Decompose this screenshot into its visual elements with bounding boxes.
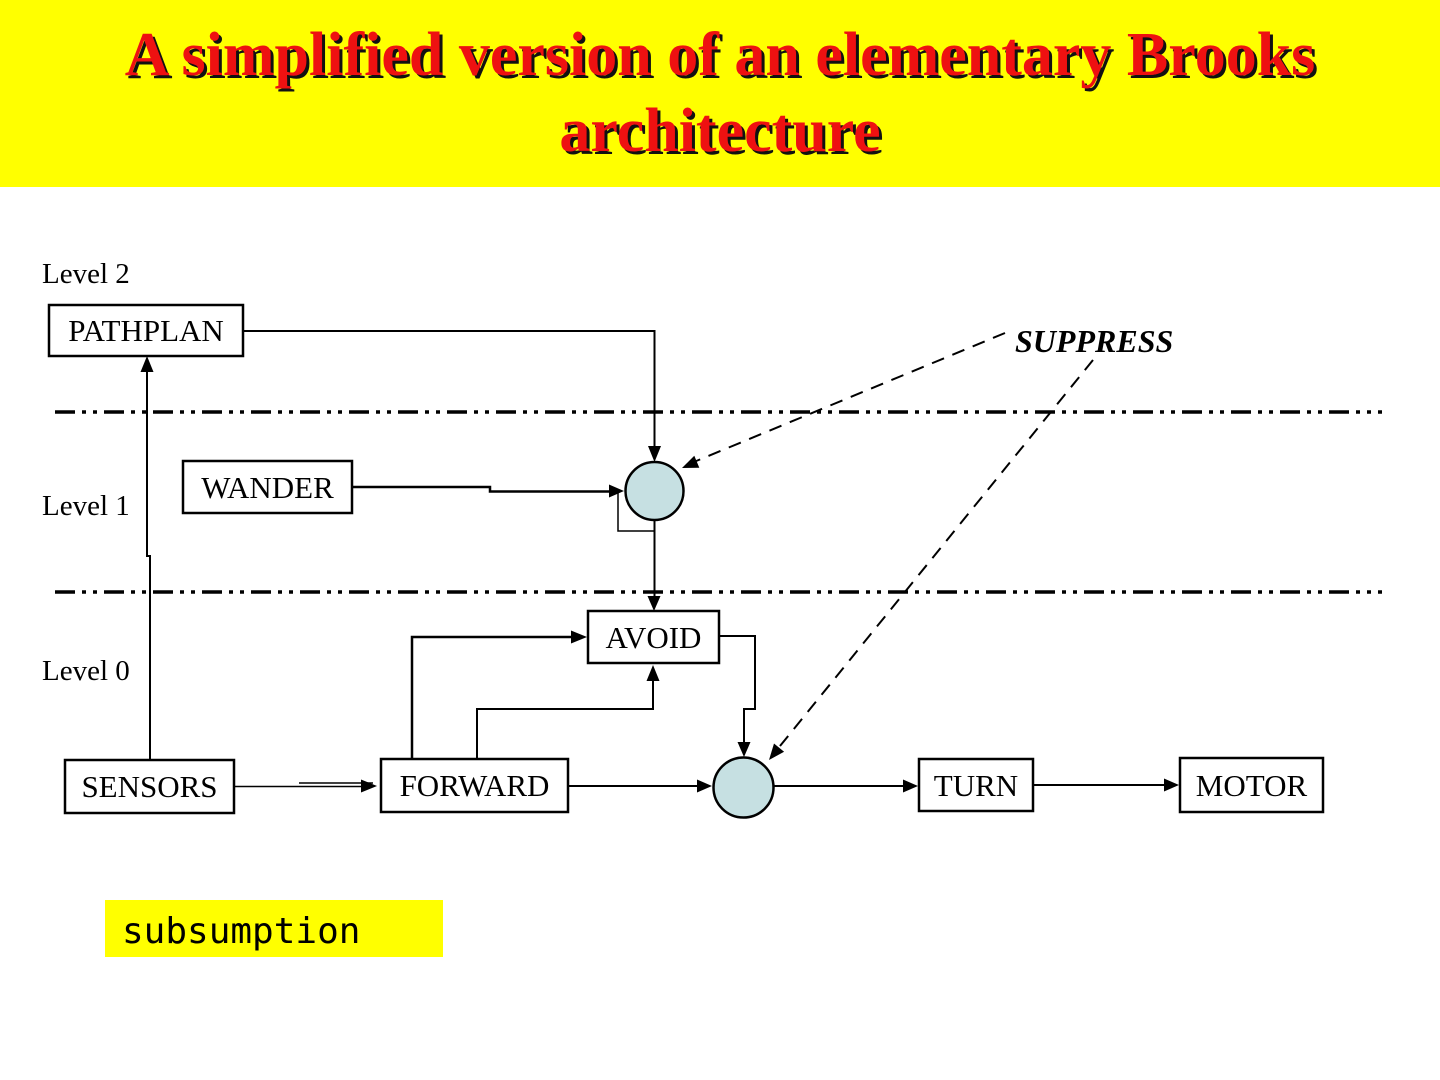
arrowhead-dashed-into-suppress2	[769, 743, 785, 760]
subsumption-highlight	[105, 900, 443, 957]
level-2-label: Level 2	[42, 258, 130, 290]
suppress-dashed-arrow-2	[777, 359, 1094, 750]
title-banner: A simplified version of an elementary Br…	[0, 0, 1440, 187]
suppress-dashed-arrow-1	[694, 332, 1006, 463]
arrowhead-into-avoid-bottom	[646, 665, 660, 681]
level-1-label: Level 1	[42, 490, 130, 522]
sensors-to-pathplan-line	[146, 372, 151, 760]
suppress1-loop-line	[617, 492, 655, 532]
arrowhead-into-pathplan	[140, 356, 154, 372]
arrowhead-into-turn	[903, 779, 918, 793]
suppress-label: SUPPRESS	[1015, 323, 1173, 359]
arrowhead-into-suppress1-top	[648, 446, 661, 462]
avoid-to-suppress2-line	[719, 635, 756, 742]
pathplan-to-suppress1-line	[243, 330, 656, 446]
wander-box	[181, 459, 354, 515]
pathplan-box	[47, 303, 245, 358]
arrowhead-into-forward	[361, 779, 377, 793]
arrowhead-into-suppress2-left	[697, 779, 712, 793]
slide-title: A simplified version of an elementary Br…	[124, 20, 1316, 165]
wander-to-suppress1-line	[352, 485, 610, 493]
forward-to-avoid-bottom-line	[476, 681, 654, 759]
sensors-label: SENSORS	[81, 769, 217, 804]
avoid-box	[586, 609, 721, 665]
turn-label: TURN	[934, 768, 1018, 803]
motor-box	[1178, 756, 1325, 814]
forward-to-avoid-left-line	[410, 635, 571, 788]
arrowhead-into-avoid-top	[647, 596, 661, 611]
wander-label: WANDER	[201, 470, 334, 505]
suppress-node-1	[624, 460, 685, 522]
forward-label: FORWARD	[400, 768, 550, 803]
forward-box	[379, 757, 570, 814]
pathplan-label: PATHPLAN	[68, 313, 224, 348]
turn-box	[917, 757, 1035, 813]
arrowhead-into-suppress2-top	[737, 742, 751, 757]
level-0-label: Level 0	[42, 655, 130, 687]
arrowhead-into-suppress1-left	[609, 484, 624, 498]
arrowhead-dashed-into-suppress1	[682, 455, 700, 468]
arrowhead-into-avoid-left	[571, 630, 587, 644]
suppress-node-2	[712, 756, 775, 819]
sensors-box	[63, 758, 236, 815]
subsumption-caption: subsumption	[122, 911, 360, 952]
avoid-label: AVOID	[606, 620, 702, 655]
motor-label: MOTOR	[1196, 768, 1308, 803]
arrowhead-into-motor	[1164, 778, 1179, 792]
